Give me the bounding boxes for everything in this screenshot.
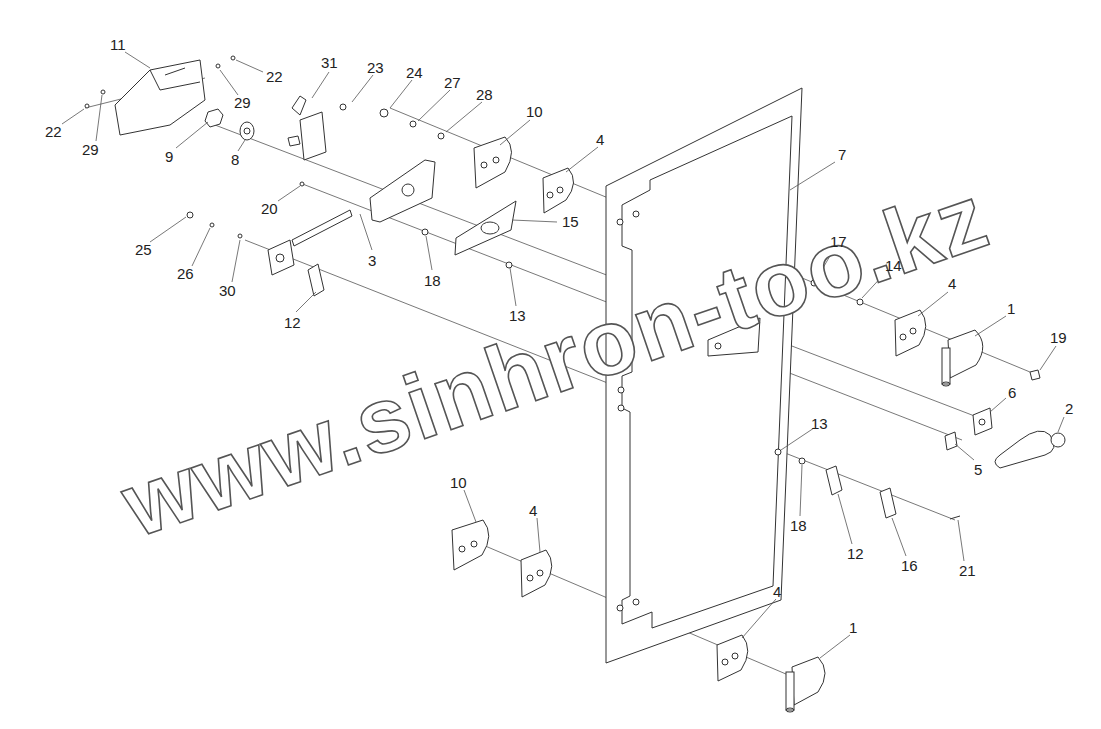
callout-number: 4 xyxy=(946,275,958,292)
callout-number: 29 xyxy=(232,94,253,111)
callout-number: 16 xyxy=(899,557,920,574)
callout-number: 8 xyxy=(229,151,241,168)
callout-number: 22 xyxy=(264,68,285,85)
callout-number: 22 xyxy=(43,123,64,140)
callout-number: 19 xyxy=(1048,329,1069,346)
callout-number: 14 xyxy=(883,257,904,274)
callout-number: 31 xyxy=(319,54,340,71)
callout-number: 24 xyxy=(404,64,425,81)
callout-number: 28 xyxy=(474,86,495,103)
callout-number: 4 xyxy=(771,583,783,600)
callout-number: 13 xyxy=(809,415,830,432)
callout-number: 25 xyxy=(133,241,154,258)
callout-number: 5 xyxy=(972,461,984,478)
callout-number: 26 xyxy=(175,265,196,282)
callout-number: 7 xyxy=(836,146,848,163)
callout-number: 13 xyxy=(507,307,528,324)
callout-number: 1 xyxy=(1005,300,1017,317)
callout-number: 10 xyxy=(448,474,469,491)
callout-number: 9 xyxy=(163,148,175,165)
callout-number: 23 xyxy=(365,59,386,76)
watermark: www.sinhron-too.kz xyxy=(112,169,999,551)
callout-number: 2 xyxy=(1063,400,1075,417)
callout-number: 17 xyxy=(828,233,849,250)
callout-number: 15 xyxy=(560,213,581,230)
callout-number: 18 xyxy=(422,272,443,289)
callout-number: 6 xyxy=(1006,384,1018,401)
callout-number: 12 xyxy=(282,314,303,331)
callout-number: 4 xyxy=(527,502,539,519)
callout-number: 29 xyxy=(80,141,101,158)
callout-number: 20 xyxy=(259,200,280,217)
callout-number: 21 xyxy=(957,562,978,579)
callout-number: 10 xyxy=(524,103,545,120)
callout-number: 30 xyxy=(217,282,238,299)
callout-number: 27 xyxy=(442,74,463,91)
callout-number: 11 xyxy=(108,36,128,53)
callout-number: 12 xyxy=(845,545,866,562)
callout-number: 1 xyxy=(847,619,859,636)
callout-number: 18 xyxy=(788,517,809,534)
callout-number: 3 xyxy=(366,252,378,269)
callout-number: 4 xyxy=(594,131,606,148)
